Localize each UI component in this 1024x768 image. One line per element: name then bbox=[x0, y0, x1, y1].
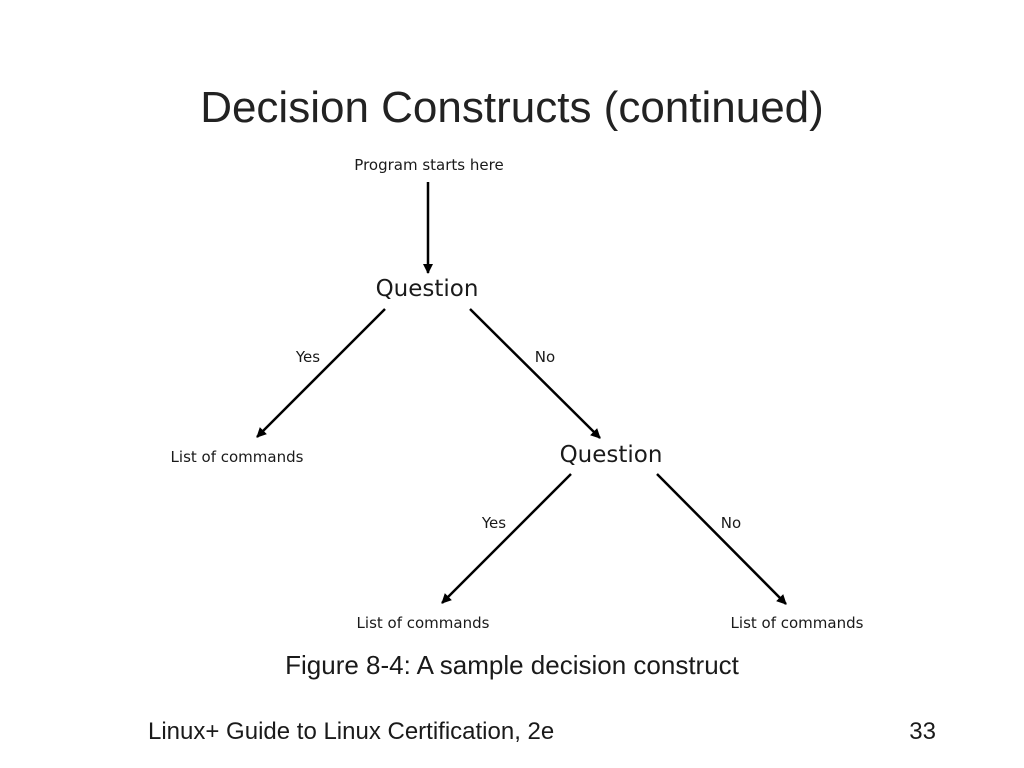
edge-label-q2-no: No bbox=[721, 514, 741, 532]
page-number: 33 bbox=[909, 718, 936, 745]
commands-node-yes-1: List of commands bbox=[171, 448, 304, 466]
slide-title: Decision Constructs (continued) bbox=[200, 83, 824, 132]
footer-title: Linux+ Guide to Linux Certification, 2e bbox=[148, 718, 555, 745]
arrow-question2-no bbox=[656, 473, 787, 605]
arrow-question1-no bbox=[469, 308, 601, 439]
start-node-label: Program starts here bbox=[354, 156, 503, 174]
arrow-question2-yes bbox=[441, 473, 572, 604]
commands-node-no-2: List of commands bbox=[731, 614, 864, 632]
edge-label-q1-no: No bbox=[535, 348, 555, 366]
edge-label-q2-yes: Yes bbox=[481, 514, 506, 532]
question-node-2: Question bbox=[560, 442, 663, 468]
arrow-question1-yes bbox=[256, 308, 386, 438]
edge-label-q1-yes: Yes bbox=[295, 348, 320, 366]
figure-caption: Figure 8-4: A sample decision construct bbox=[285, 650, 739, 680]
question-node-1: Question bbox=[376, 276, 479, 302]
commands-node-yes-2: List of commands bbox=[357, 614, 490, 632]
